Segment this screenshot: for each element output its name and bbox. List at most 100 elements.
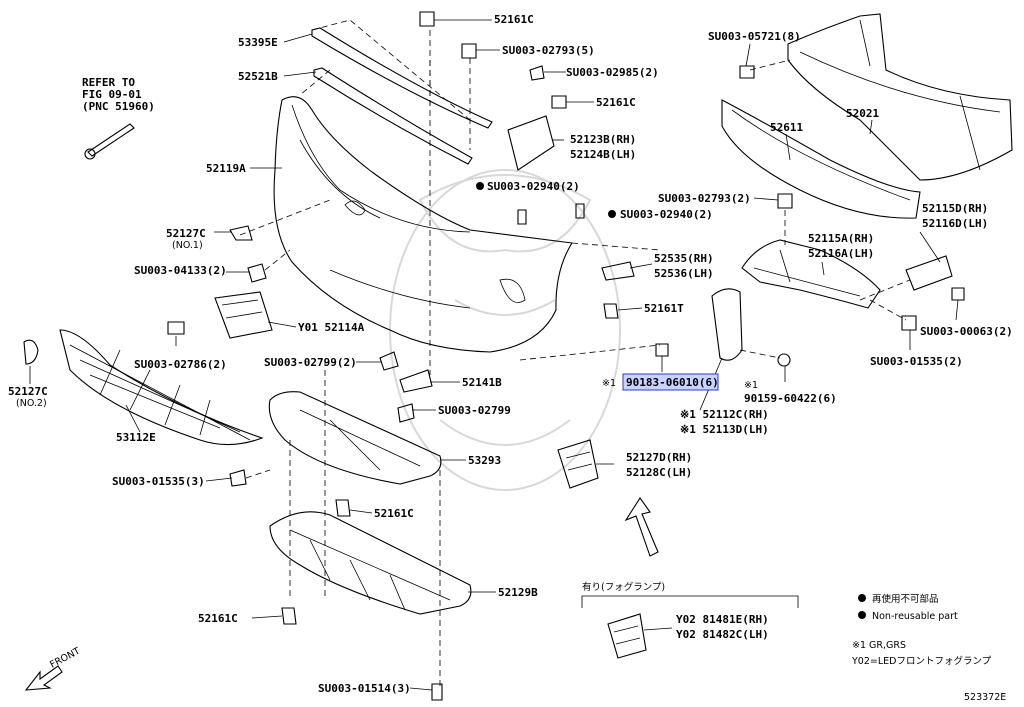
- legend-non-reusable-jp: 再使用不可部品: [872, 593, 939, 605]
- bumper-cover-group: [23, 19, 661, 446]
- front-view-arrow: [624, 497, 659, 557]
- label-81481e: Y02 81481E(RH): [676, 613, 769, 626]
- non-reusable-dot: [608, 210, 616, 218]
- part-52114a-bracket: [214, 291, 273, 339]
- bolt-su003-02793-2: [777, 193, 793, 209]
- legend-dot: [858, 611, 866, 619]
- label-no2: (NO.2): [16, 398, 47, 409]
- label-90183-06010: 90183-06010(6): [626, 376, 719, 389]
- label-81482c: Y02 81482C(LH): [676, 628, 769, 641]
- highlight-90183: [622, 373, 719, 391]
- label-52123b: 52123B(RH): [570, 133, 636, 146]
- watermark-crest: [389, 169, 621, 491]
- refer-bolt: [87, 123, 135, 157]
- labels: 53395E 52521B 52119A 52161C SU003-02793(…: [8, 13, 1013, 703]
- label-52021: 52021: [846, 107, 879, 120]
- label-refer-1: REFER TO: [82, 76, 135, 89]
- bolt-su003-02799-2: [379, 351, 399, 371]
- part-52112c-side: [711, 288, 743, 361]
- legend-note-2: Y02=LEDフロントフォグランプ: [851, 655, 992, 667]
- bolt-su003-00063-2: [951, 287, 965, 301]
- clip-52161c-3: [335, 499, 351, 517]
- label-su003-05721-8: SU003-05721(8): [708, 30, 801, 43]
- clip-52161c-top: [419, 11, 435, 27]
- label-52127d: 52127D(RH): [626, 451, 692, 464]
- part-52611-absorber: [721, 99, 921, 219]
- label-su003-02793-2: SU003-02793(2): [658, 192, 751, 205]
- label-52521b: 52521B: [238, 70, 278, 83]
- label-52161c-3: 52161C: [374, 507, 414, 520]
- label-su003-01535-3: SU003-01535(3): [112, 475, 205, 488]
- part-su003-04133: [247, 263, 267, 283]
- label-52115d: 52115D(RH): [922, 202, 988, 215]
- legend-non-reusable-en: Non-reusable part: [872, 611, 958, 622]
- label-front: FRONT: [48, 646, 82, 671]
- non-reusable-dot: [476, 182, 484, 190]
- label-52536: 52536(LH): [654, 267, 714, 280]
- label-su003-02793-5: SU003-02793(5): [502, 44, 595, 57]
- label-90159-mark: ※1: [744, 380, 758, 391]
- label-52116a: 52116A(LH): [808, 247, 874, 260]
- part-52119a-bumper-cover: [273, 96, 573, 353]
- clip-su003-02985: [529, 65, 545, 81]
- part-52123b: [507, 115, 555, 171]
- bolt-su003-02786: [167, 321, 185, 335]
- front-arrow-icon: [24, 665, 63, 691]
- label-52119a: 52119A: [206, 162, 246, 175]
- label-refer-3: (PNC 51960): [82, 100, 155, 113]
- label-52128c: 52128C(LH): [626, 466, 692, 479]
- label-52116d: 52116D(LH): [922, 217, 988, 230]
- part-52127d-vent: [557, 439, 599, 489]
- label-53395e: 53395E: [238, 36, 278, 49]
- label-52161c-4: 52161C: [198, 612, 238, 625]
- reinforcement-group: [419, 11, 1013, 557]
- label-su003-00063-2: SU003-00063(2): [920, 325, 1013, 338]
- label-53293: 53293: [468, 454, 501, 467]
- label-52112c: ※1 52112C(RH): [680, 408, 769, 421]
- label-su003-02799-2: SU003-02799(2): [264, 356, 357, 369]
- label-52161c-top: 52161C: [494, 13, 534, 26]
- part-52141b: [399, 369, 433, 393]
- label-52115a: 52115A(RH): [808, 232, 874, 245]
- label-su003-02799: SU003-02799: [438, 404, 511, 417]
- label-53112e: 53112E: [116, 431, 156, 444]
- label-52161t: 52161T: [644, 302, 684, 315]
- part-53293-panel: [268, 391, 442, 485]
- part-53395e-strip: [311, 27, 493, 129]
- label-su003-01514-3: SU003-01514(3): [318, 682, 411, 695]
- label-52114a: Y01 52114A: [298, 321, 365, 334]
- label-52611: 52611: [770, 121, 803, 134]
- part-52127c-no2: [23, 339, 39, 365]
- clip-52161c-4: [281, 607, 297, 625]
- label-no1: (NO.1): [172, 240, 203, 251]
- label-52535: 52535(RH): [654, 252, 714, 265]
- part-52127c-no1: [229, 225, 253, 241]
- fog-lamp-box: [581, 595, 799, 659]
- bolt-su003-01535-3: [229, 469, 247, 487]
- label-90159-60422: 90159-60422(6): [744, 392, 837, 405]
- part-52021-reinforcement: [787, 13, 1013, 181]
- part-52115a-bracket: [741, 239, 881, 309]
- bolt-su003-02793-5: [461, 43, 477, 59]
- label-su003-02786-2: SU003-02786(2): [134, 358, 227, 371]
- bolt-su003-02940-b: [575, 203, 585, 219]
- part-52115d: [905, 255, 953, 291]
- label-52141b: 52141B: [462, 376, 502, 389]
- legend-dot: [858, 594, 866, 602]
- bolt-su003-05721-8: [739, 65, 755, 79]
- bolt-su003-01535-2: [901, 315, 917, 331]
- label-52127c-no2: 52127C: [8, 385, 48, 398]
- clip-52161c-2: [551, 95, 567, 109]
- leader-lines: [29, 19, 959, 691]
- diagram-id: 523372E: [964, 692, 1006, 703]
- label-su003-04133-2: SU003-04133(2): [134, 264, 227, 277]
- part-52535-bracket: [601, 261, 635, 281]
- label-52127c-no1: 52127C: [166, 227, 206, 240]
- label-52113d: ※1 52113D(LH): [680, 423, 769, 436]
- label-fog-title: 有り(フォグランプ): [582, 581, 665, 593]
- label-90183-mark: ※1: [602, 378, 616, 389]
- bolt-su003-01514-3: [431, 683, 443, 701]
- nut-90159-60422: [777, 353, 791, 367]
- label-52124b: 52124B(LH): [570, 148, 636, 161]
